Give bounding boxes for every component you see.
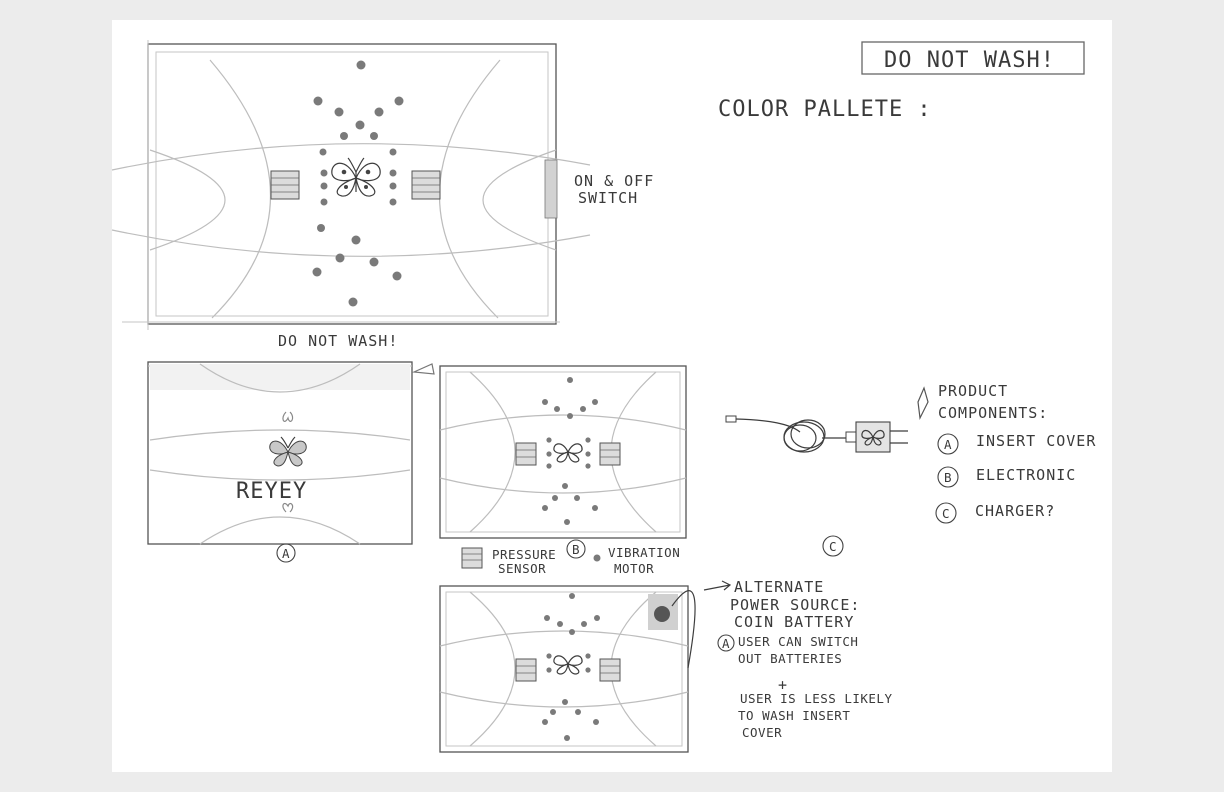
electronic-vibration-dots (542, 377, 598, 525)
alternate-vibration-dots (542, 593, 600, 741)
alternate-butterfly-icon (553, 655, 583, 675)
alternate-plus: + (778, 676, 788, 694)
component-item-electronic: B ELECTRONIC (937, 466, 1076, 488)
pressure-sensor-right (411, 170, 441, 200)
do-not-wash-title: DO NOT WASH! (884, 48, 1055, 73)
alternate-line-3: COIN BATTERY (734, 613, 854, 631)
switch-label-line-2: SWITCH (578, 189, 638, 207)
alternate-note-line-1: USER CAN SWITCH (738, 634, 858, 649)
components-title-line-1: PRODUCT (938, 382, 1008, 400)
main-insert-sketch: ON & OFF SWITCH DO NOT WASH! (111, 40, 654, 350)
do-not-wash-caption: DO NOT WASH! (278, 332, 398, 350)
alternate-note2-line-3: COVER (742, 725, 782, 740)
legend-pressure-line-2: SENSOR (498, 561, 546, 576)
electronic-sketch: B (439, 365, 687, 559)
component-marker: C (942, 506, 950, 521)
do-not-wash-box: DO NOT WASH! (861, 41, 1085, 75)
legend: PRESSURE SENSOR VIBRATION MOTOR (461, 545, 680, 576)
legend-pressure-line-1: PRESSURE (492, 547, 556, 562)
component-text: INSERT COVER (976, 432, 1096, 450)
electronic-label-b: B (572, 542, 580, 557)
cover-butterfly-icon (269, 436, 307, 467)
switch-label-line-1: ON & OFF (574, 172, 654, 190)
alternate-line-2: POWER SOURCE: (730, 596, 860, 614)
butterfly-logo-icon (331, 157, 381, 197)
alternate-line-1: ALTERNATE (734, 578, 824, 596)
vibration-motor-dots (312, 60, 404, 307)
legend-vibration-line-2: MOTOR (614, 561, 654, 576)
cover-label-a: A (282, 546, 290, 561)
alternate-note2-line-1: USER IS LESS LIKELY (740, 691, 893, 706)
component-marker: A (944, 437, 952, 452)
component-text: CHARGER? (975, 502, 1055, 520)
component-text: ELECTRONIC (976, 466, 1076, 484)
alternate-marker: A (722, 636, 730, 651)
color-palette-label: COLOR PALLETE : (718, 97, 932, 122)
alternate-note-line-2: OUT BATTERIES (738, 651, 842, 666)
cover-brand-text: REYEY (236, 479, 307, 504)
pressure-sensor-left (270, 170, 300, 200)
legend-vibration-line-1: VIBRATION (608, 545, 680, 560)
components-title-line-2: COMPONENTS: (938, 404, 1048, 422)
alternate-power-sketch (439, 585, 696, 753)
alternate-note2-line-2: TO WASH INSERT (738, 708, 850, 723)
paper-sheet (112, 20, 1112, 772)
alternate-notes: ALTERNATE POWER SOURCE: COIN BATTERY A U… (703, 578, 893, 740)
component-item-insert-cover: A INSERT COVER (937, 432, 1096, 455)
component-item-charger: C CHARGER? (935, 502, 1055, 524)
component-marker: B (944, 470, 952, 485)
charger-label-c: C (829, 539, 837, 554)
electronic-butterfly-icon (553, 443, 583, 463)
product-components: PRODUCT COMPONENTS: A INSERT COVER B ELE… (917, 382, 1096, 524)
charger-sketch: C (725, 415, 908, 557)
insert-cover-sketch: REYEY A (147, 361, 413, 563)
charger-butterfly-icon (861, 429, 885, 446)
